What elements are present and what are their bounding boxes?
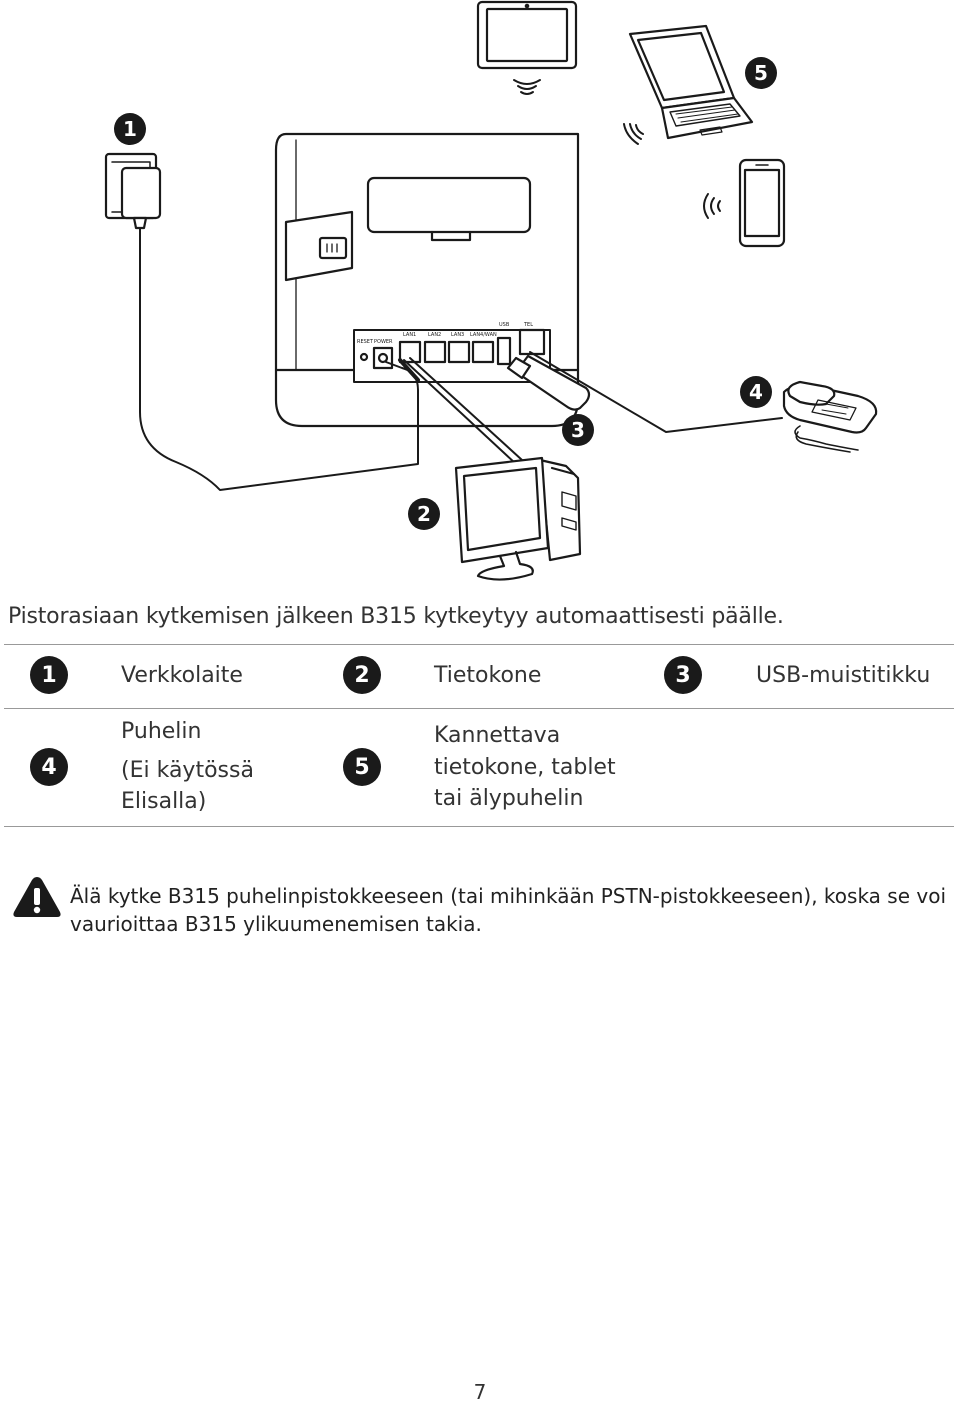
- svg-text:3: 3: [571, 418, 585, 442]
- svg-text:5: 5: [754, 61, 768, 85]
- wifi-signal-icon: [703, 193, 721, 219]
- callout-badge-5: 5: [745, 57, 777, 89]
- ethernet-cable: [409, 357, 523, 461]
- legend-bottom-rule: [4, 826, 954, 827]
- smartphone-icon: [738, 158, 786, 248]
- svg-text:2: 2: [417, 502, 431, 526]
- port-label-lan3: LAN3: [451, 332, 464, 338]
- wifi-signal-icon: [513, 79, 541, 95]
- port-label-lan1: LAN1: [403, 332, 416, 338]
- svg-text:4: 4: [749, 380, 763, 404]
- legend-badge-1: 1: [30, 656, 68, 694]
- legend-label-devices-line2: tietokone, tablet: [434, 755, 616, 780]
- page-number: 7: [473, 1380, 487, 1404]
- laptop-icon: [628, 24, 754, 140]
- warning-triangle-icon: [13, 877, 61, 917]
- desktop-computer-icon: [454, 456, 582, 581]
- legend-label-devices-line1: Kannettava: [434, 723, 561, 748]
- legend-middle-rule: [4, 708, 954, 709]
- power-adapter-icon: [104, 152, 162, 230]
- callout-badge-4: 4: [740, 376, 772, 408]
- legend-label-phone-line2: (Ei käytössä: [121, 758, 254, 783]
- legend-label-phone-line3: Elisalla): [121, 789, 207, 814]
- callout-badge-1: 1: [114, 113, 146, 145]
- port-label-tel: TEL: [523, 322, 533, 328]
- legend-label-usb-stick: USB-muistitikku: [756, 663, 931, 688]
- tablet-icon: [476, 0, 578, 70]
- telephone-icon: [782, 380, 878, 453]
- warning-text: Älä kytke B315 puhelinpistokkeeseen (tai…: [70, 884, 946, 936]
- port-label-lan4-wan: LAN4/WAN: [470, 332, 497, 338]
- legend-label-devices-line3: tai älypuhelin: [434, 786, 584, 811]
- legend-badge-3: 3: [664, 656, 702, 694]
- legend-badge-2: 2: [343, 656, 381, 694]
- power-cable: [139, 227, 420, 491]
- legend-label-phone-line1: Puhelin: [121, 719, 202, 744]
- router-icon: [274, 132, 580, 428]
- ethernet-cable: [403, 359, 517, 465]
- port-label-reset: RESET: [357, 339, 374, 345]
- wifi-signal-icon: [623, 123, 644, 145]
- legend-badge-5: 5: [343, 748, 381, 786]
- callout-badge-2: 2: [408, 498, 440, 530]
- port-label-usb: USB: [499, 322, 510, 328]
- intro-text: Pistorasiaan kytkemisen jälkeen B315 kyt…: [8, 604, 784, 629]
- legend-label-computer: Tietokone: [434, 663, 542, 688]
- telephone-cable: [529, 351, 783, 433]
- legend-label-power-adapter: Verkkolaite: [121, 663, 243, 688]
- callout-badge-3: 3: [562, 414, 594, 446]
- connection-diagram: RESET POWER LAN1 LAN2 LAN3 LAN4/WAN USB …: [104, 0, 878, 581]
- legend-badge-4: 4: [30, 748, 68, 786]
- port-label-lan2: LAN2: [428, 332, 441, 338]
- svg-text:1: 1: [123, 117, 137, 141]
- legend-top-rule: [4, 644, 954, 645]
- port-label-power: POWER: [374, 339, 393, 345]
- usb-stick-icon: [506, 354, 591, 411]
